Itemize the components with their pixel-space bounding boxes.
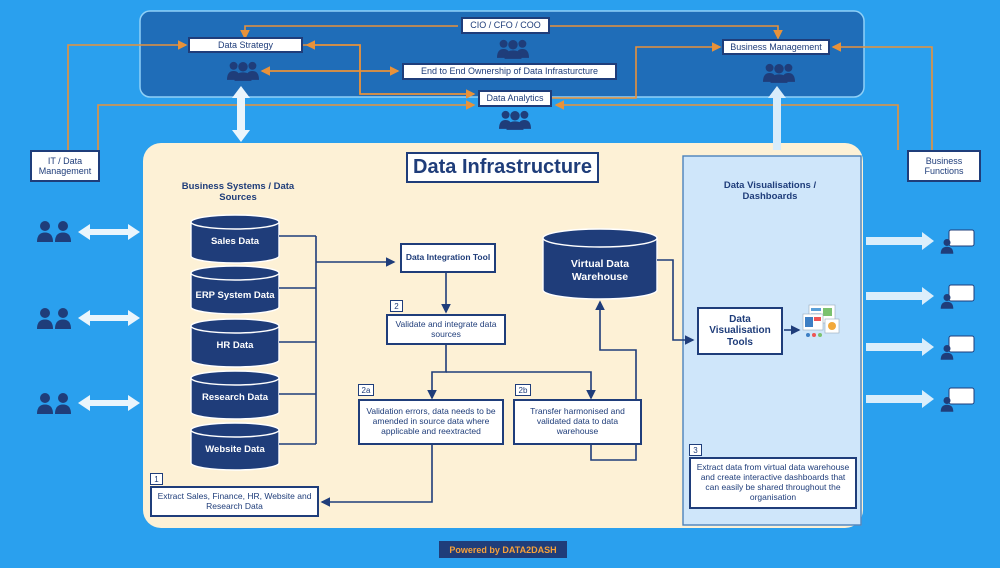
business-functions-label: Business Functions: [924, 155, 964, 176]
data-strategy-label: Data Strategy: [217, 39, 274, 50]
data-integration-tool-box: Data Integration Tool: [400, 243, 496, 273]
step-1-box: Extract Sales, Finance, HR, Website and …: [150, 486, 319, 517]
source-sales: Sales Data: [210, 236, 260, 248]
source-hr: HR Data: [216, 340, 254, 352]
source-erp: ERP System Data: [195, 290, 275, 302]
powered-by-badge[interactable]: Powered by DATA2DASH: [439, 541, 567, 558]
source-website: Website Data: [205, 444, 265, 456]
page-title-text: Data Infrastructure: [413, 156, 592, 178]
visualisation-tools-box: Data Visualisation Tools: [697, 307, 783, 355]
sources-heading: Business Systems / Data Sources: [181, 181, 295, 204]
step-3-number: 3: [689, 444, 702, 456]
end-to-end-label: End to End Ownership of Data Infrasturct…: [420, 66, 599, 77]
step-2b-text: Transfer harmonised and validated data t…: [530, 406, 625, 436]
dashboards-heading: Data Visualisations / Dashboards: [723, 180, 817, 203]
step-2b-box: Transfer harmonised and validated data t…: [513, 399, 642, 445]
step-3-box: Extract data from virtual data warehouse…: [689, 457, 857, 509]
page-title: Data Infrastructure: [406, 152, 599, 183]
step-2b-number: 2b: [515, 384, 531, 396]
step-2a-box: Validation errors, data needs to be amen…: [358, 399, 504, 445]
step-2a-number: 2a: [358, 384, 374, 396]
business-functions-box: Business Functions: [907, 150, 981, 182]
warehouse-label: Virtual Data Warehouse: [570, 258, 630, 283]
step-2-number: 2: [390, 300, 403, 312]
cio-cfo-coo-box: CIO / CFO / COO: [461, 17, 550, 34]
dashboard-thumbnail: [802, 304, 840, 337]
data-analytics-box: Data Analytics: [478, 90, 552, 107]
warehouse-cylinder: [542, 238, 658, 300]
cio-label: CIO / CFO / COO: [470, 20, 541, 31]
powered-by-text: Powered by DATA2DASH: [449, 544, 557, 555]
step-2-text: Validate and integrate data sources: [395, 318, 497, 339]
source-research: Research Data: [201, 392, 268, 404]
business-management-label: Business Management: [730, 41, 822, 52]
source-cylinders: [190, 214, 658, 471]
step-2-box: Validate and integrate data sources: [386, 314, 506, 345]
it-data-management-label: IT / Data Management: [38, 155, 92, 176]
step-1-text: Extract Sales, Finance, HR, Website and …: [157, 490, 312, 511]
business-management-box: Business Management: [722, 39, 830, 55]
data-analytics-label: Data Analytics: [486, 93, 544, 104]
step-2a-text: Validation errors, data needs to be amen…: [366, 406, 496, 436]
data-integration-tool-label: Data Integration Tool: [405, 252, 491, 263]
step-1-number: 1: [150, 473, 163, 485]
data-strategy-box: Data Strategy: [188, 37, 303, 53]
it-data-management-box: IT / Data Management: [30, 150, 100, 182]
visualisation-tools-label: Data Visualisation Tools: [709, 313, 771, 348]
end-to-end-ownership-box: End to End Ownership of Data Infrasturct…: [402, 63, 617, 80]
step-3-text: Extract data from virtual data warehouse…: [696, 462, 850, 502]
